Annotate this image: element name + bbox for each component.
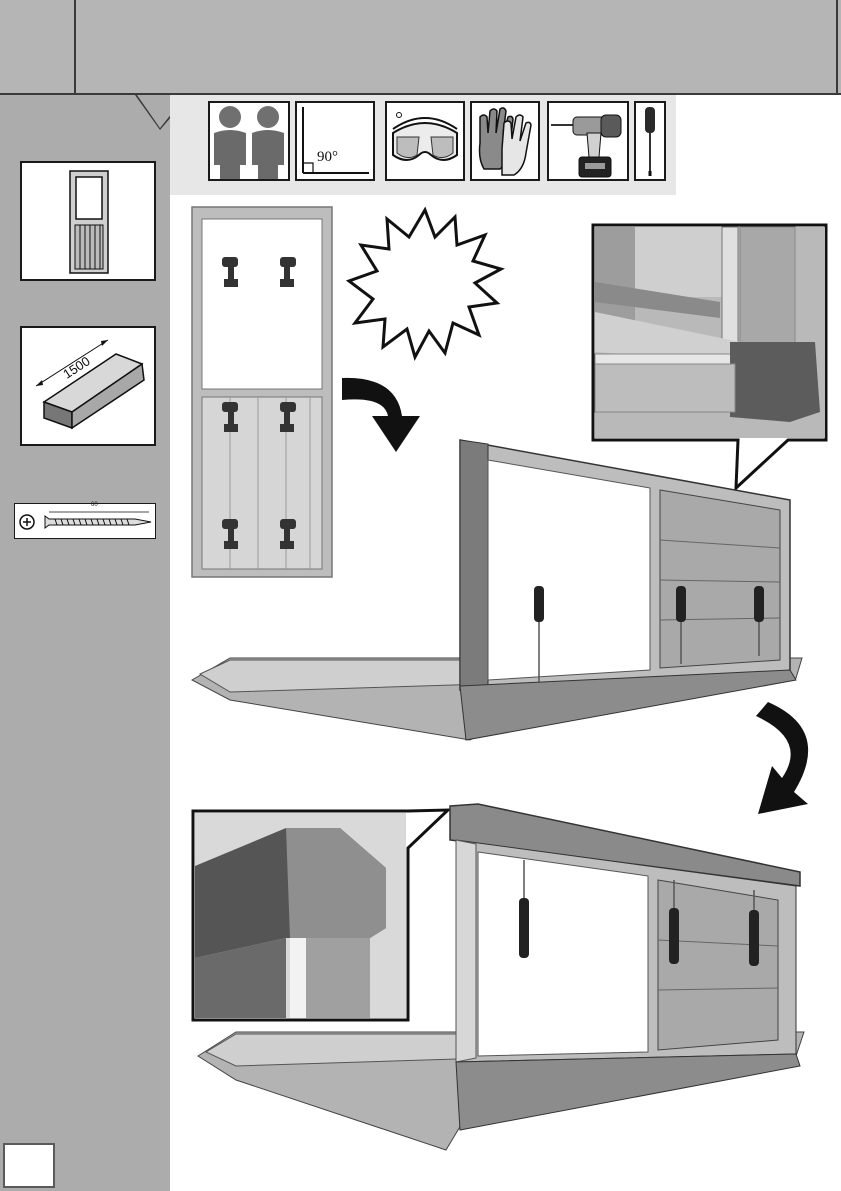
- screw-part: 60: [14, 503, 156, 539]
- work-gloves-icon: [470, 101, 540, 181]
- screw-length-label: 60: [91, 502, 98, 508]
- door-panel-part: [20, 161, 156, 281]
- two-people-icon: [208, 101, 290, 181]
- frame-assembly-step-1: [190, 430, 810, 750]
- frame-assembly-step-2: [196, 800, 806, 1160]
- cordless-drill-icon: [547, 101, 629, 181]
- screwdriver-icon: [634, 101, 666, 181]
- page-number-badge: [3, 1143, 55, 1188]
- right-angle-icon: 90°: [295, 101, 375, 181]
- angle-label: 90°: [317, 149, 338, 166]
- timber-part: 1500: [20, 326, 156, 446]
- starburst-callout: [345, 205, 505, 365]
- safety-goggles-icon: [385, 101, 465, 181]
